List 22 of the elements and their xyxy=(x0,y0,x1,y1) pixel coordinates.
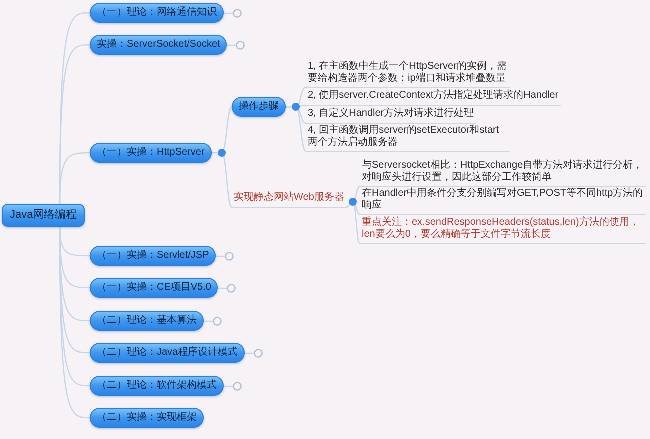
topic-pill: 实操：ServerSocket/Socket xyxy=(90,35,228,55)
underlined-note: 2, 使用server.CreateContext方法指定处理请求的Handler xyxy=(306,90,561,106)
topic-pill: （一）实操：CE项目V5.0 xyxy=(90,278,218,298)
underlined-note: 4, 回主函数调用server的setExecutor和start两个方法启动服务器 xyxy=(306,125,510,152)
underlined-note: 1, 在主函数中生成一个HttpServer的实例，需要给构造器两个参数：ip端口和请求堆叠数量 xyxy=(306,61,510,88)
topic-pill: （二）实操：实现框架 xyxy=(90,408,204,428)
underlined-note: 在Handler中用条件分支分别编写对GET,POST等不同http方法的响应 xyxy=(360,188,646,215)
central-topic-pill: Java网络编程 xyxy=(2,204,86,227)
underlined-note: 与Serversocket相比：HttpExchange自带方法对请求进行分析，对响应头进行设置，因此这部分工作较简单 xyxy=(360,160,646,187)
topic-pill: （二）理论：软件架构模式 xyxy=(90,376,224,396)
branch-line xyxy=(59,152,90,204)
branch-line xyxy=(59,227,90,419)
topic-pill: （一）实操：Servlet/JSP xyxy=(90,246,216,266)
topic-pill: （二）理论：Java程序设计模式 xyxy=(90,343,246,363)
topic-pill: （二）理论：基本算法 xyxy=(90,311,204,331)
topic-pill: （一）实操：HttpServer xyxy=(90,143,212,163)
underlined-note: 3, 自定义Handler方法对请求进行处理 xyxy=(306,108,476,124)
branch-line xyxy=(212,152,232,208)
topic-pill: （一）理论：网络通信知识 xyxy=(90,3,224,23)
subtopic-pill: 操作步骤 xyxy=(232,97,286,117)
underlined-note: 重点关注：ex.sendResponseHeaders(status,len)方法的使用，len要么为0，要么精确等于文件字节流长度 xyxy=(360,217,646,244)
underlined-heading: 实现静态网站Web服务器 xyxy=(232,192,346,208)
